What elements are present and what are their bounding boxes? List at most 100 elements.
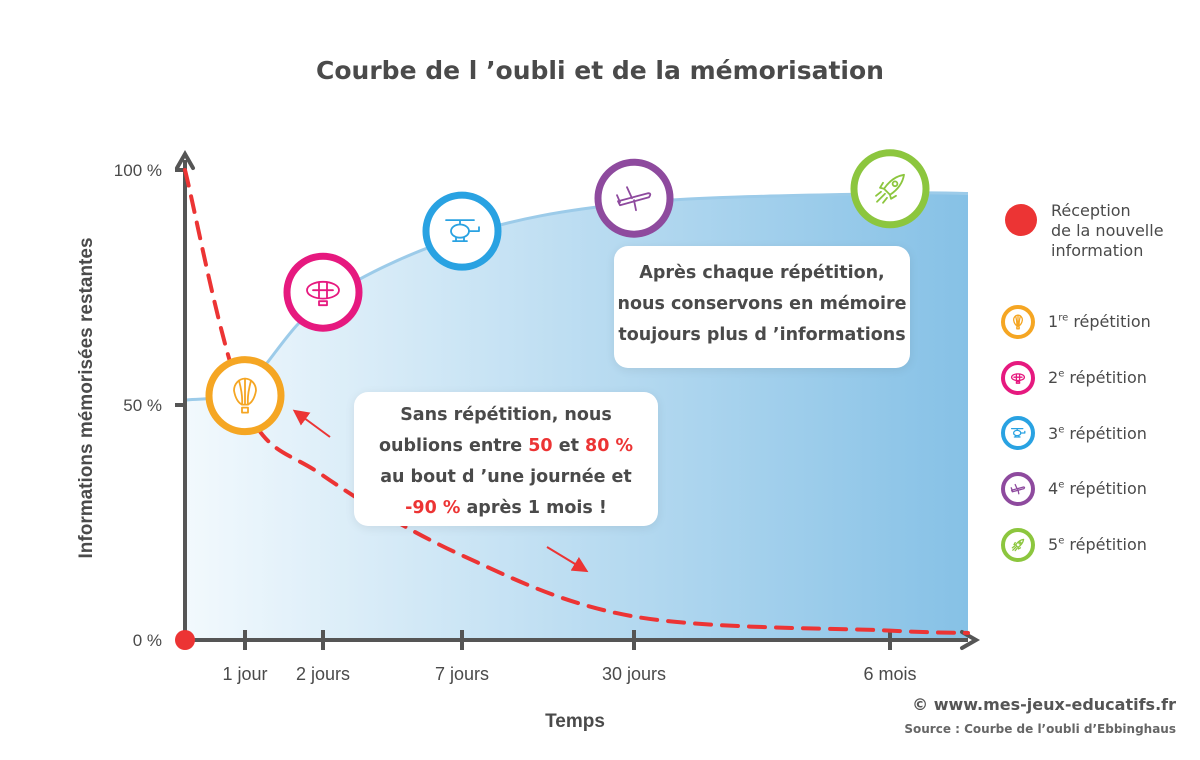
milestone-ring	[422, 191, 502, 271]
x-tick-label: 2 jours	[296, 664, 350, 684]
rocket-fins	[879, 181, 897, 200]
x-tick-label: 1 jour	[222, 664, 267, 684]
balloon-stripes	[238, 377, 252, 406]
without-repetition-line-4: -90 % après 1 mois !	[354, 493, 658, 524]
after-repetition-line-2: nous conservons en mémoire	[617, 294, 907, 314]
x-tick-label: 30 jours	[602, 664, 666, 684]
milestone-ring	[283, 252, 363, 332]
helicopter-tail	[1020, 430, 1026, 434]
legend-ring	[1001, 416, 1035, 450]
milestones	[205, 149, 930, 436]
pointer-arrow-icon	[546, 546, 589, 573]
airship-body	[1010, 373, 1026, 382]
balloon-basket	[241, 406, 249, 414]
rocket-flame	[875, 190, 888, 204]
helicopter-tail	[468, 226, 480, 232]
legend-item-label: répétition	[1064, 535, 1147, 554]
legend-item-label: répétition	[1064, 368, 1147, 387]
balloon-envelope	[233, 377, 257, 406]
legend-reception-dot	[1005, 204, 1037, 236]
rocket-window	[1018, 541, 1022, 545]
legend-item-sup: e	[1058, 479, 1065, 491]
legend-item-1: 1re répétition	[1048, 312, 1151, 331]
helicopter-skids	[452, 236, 468, 242]
curve-arrows	[292, 409, 589, 573]
rocket-icon	[1011, 538, 1025, 552]
x-tick-label: 6 mois	[863, 664, 916, 684]
legend-item-5: 5e répétition	[1048, 535, 1147, 554]
legend-badge	[1001, 305, 1035, 339]
milestone-badge	[205, 356, 285, 436]
helicopter-rotor	[445, 219, 475, 225]
legend-item-sup: e	[1058, 535, 1065, 547]
legend-item-number: 4	[1048, 479, 1059, 498]
legend-badge	[1001, 361, 1035, 395]
after-repetition-line-3: toujours plus d ’informations	[618, 325, 906, 345]
legend-ring	[1001, 528, 1035, 562]
airplane-wings	[1010, 483, 1020, 495]
legend-reception-line: de la nouvelle	[1051, 221, 1164, 240]
legend-item-number: 3	[1048, 424, 1059, 443]
forget-month-value: -90 %	[405, 498, 461, 518]
airship-ribs	[1013, 373, 1023, 382]
legend-item-number: 2	[1048, 368, 1059, 387]
axes	[175, 149, 981, 650]
airship-body	[306, 280, 340, 300]
without-repetition-line-2: oublions entre 50 et 80 %	[354, 431, 658, 462]
legend-item-sup: e	[1058, 368, 1065, 380]
start-marker-dot	[175, 630, 195, 650]
airship-gondola	[318, 300, 328, 307]
x-axis-label: Temps	[545, 711, 605, 732]
legend-item-sup: re	[1058, 312, 1069, 324]
legend-item-label: répétition	[1064, 424, 1147, 443]
without-repetition-text: après 1 mois !	[460, 498, 607, 518]
rocket-fins	[1013, 541, 1022, 550]
balloon-stripes	[1014, 314, 1022, 327]
legend-badge	[1001, 528, 1035, 562]
legend-item-3: 3e répétition	[1048, 424, 1147, 443]
forget-max-value: 80 %	[585, 436, 634, 456]
legend-item-label: répétition	[1068, 312, 1151, 331]
legend-icons	[1001, 204, 1037, 562]
legend-reception-line: information	[1051, 241, 1144, 260]
airship-ribs	[312, 281, 334, 300]
chart-title: Courbe de l ’oubli et de la mémorisation	[316, 56, 884, 85]
y-axis-label: Informations mémorisées restantes	[76, 237, 97, 558]
airplane-wings	[616, 186, 637, 212]
hot-air-balloon-icon	[233, 377, 257, 414]
source-note: Source : Courbe de l’oubli d’Ebbinghaus	[904, 722, 1176, 736]
legend-reception-line: Réception	[1051, 201, 1131, 220]
milestone-badge	[850, 149, 930, 229]
after-repetition-callout: Après chaque répétition, nous conservons…	[614, 246, 910, 368]
legend-ring	[1001, 361, 1035, 395]
without-repetition-line-3: au bout d ’une journée et	[380, 467, 632, 487]
rocket-flame	[1011, 545, 1018, 552]
y-tick-label: 0 %	[133, 631, 162, 650]
rocket-window	[891, 180, 899, 188]
milestone-badge	[283, 252, 363, 332]
airplane-icon	[1010, 483, 1026, 495]
legend-item-number: 5	[1048, 535, 1059, 554]
legend-item-4: 4e répétition	[1048, 479, 1147, 498]
rocket-body	[1014, 538, 1025, 549]
airship-gondola	[1015, 380, 1021, 384]
helicopter-icon	[1010, 427, 1026, 438]
legend-reception-label: Réception de la nouvelle information	[1051, 201, 1164, 261]
without-repetition-line-1: Sans répétition, nous	[400, 405, 612, 425]
y-tick-label: 50 %	[123, 396, 162, 415]
milestone-badge	[594, 158, 674, 238]
milestone-badge	[422, 191, 502, 271]
airplane-icon	[616, 186, 652, 212]
milestone-ring	[594, 158, 674, 238]
helicopter-skids	[1013, 434, 1021, 438]
legend-badge	[1001, 416, 1035, 450]
x-tick-label: 7 jours	[435, 664, 489, 684]
copyright-link[interactable]: © www.mes-jeux-educatifs.fr	[912, 695, 1176, 714]
y-tick-label: 100 %	[114, 161, 162, 180]
pointer-arrow-icon	[292, 409, 331, 438]
balloon-basket	[1016, 326, 1020, 330]
without-repetition-text: et	[552, 436, 586, 456]
without-repetition-callout: Sans répétition, nous oublions entre 50 …	[354, 392, 658, 526]
legend-item-label: répétition	[1064, 479, 1147, 498]
y-axis-arrow-icon	[175, 149, 195, 170]
